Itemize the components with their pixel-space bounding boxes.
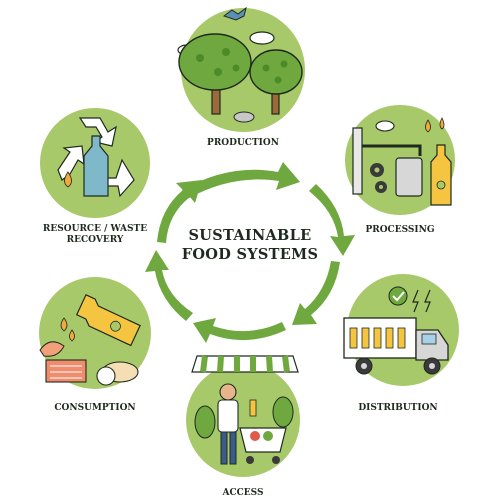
stage-label-access: ACCESS (222, 488, 264, 498)
checkmark-icon (388, 286, 408, 306)
stage-label-distribution: DISTRIBUTION (358, 403, 437, 413)
bird-icon (222, 6, 247, 21)
stage-label-recovery-line1: RESOURCE / WASTE (43, 224, 147, 234)
center-title-line1: SUSTAINABLE (188, 227, 312, 244)
shop-awning-icon (191, 355, 299, 373)
stage-label-recovery-line2: RECOVERY (67, 235, 124, 245)
production-illustration (177, 6, 305, 132)
distribution-illustration (343, 274, 459, 386)
glass-bottle-icon (83, 135, 109, 197)
consumption-illustration (39, 277, 151, 389)
processing-illustration (345, 105, 455, 215)
salmon-icon (45, 359, 87, 383)
shopper-icon (219, 383, 237, 401)
oil-bottle-icon (430, 144, 452, 206)
shopping-cart-icon (239, 427, 287, 453)
cycle-arrows (145, 162, 355, 343)
oil-bottle-icon (75, 294, 141, 347)
center-title: SUSTAINABLE FOOD SYSTEMS (150, 226, 350, 264)
access-illustration (186, 355, 300, 477)
stage-label-processing: PROCESSING (365, 225, 434, 235)
center-title-line2: FOOD SYSTEMS (181, 246, 319, 263)
recovery-illustration (40, 108, 150, 218)
stage-label-production: PRODUCTION (207, 138, 279, 148)
stage-label-consumption: CONSUMPTION (54, 403, 135, 413)
recycle-icon (57, 117, 135, 198)
